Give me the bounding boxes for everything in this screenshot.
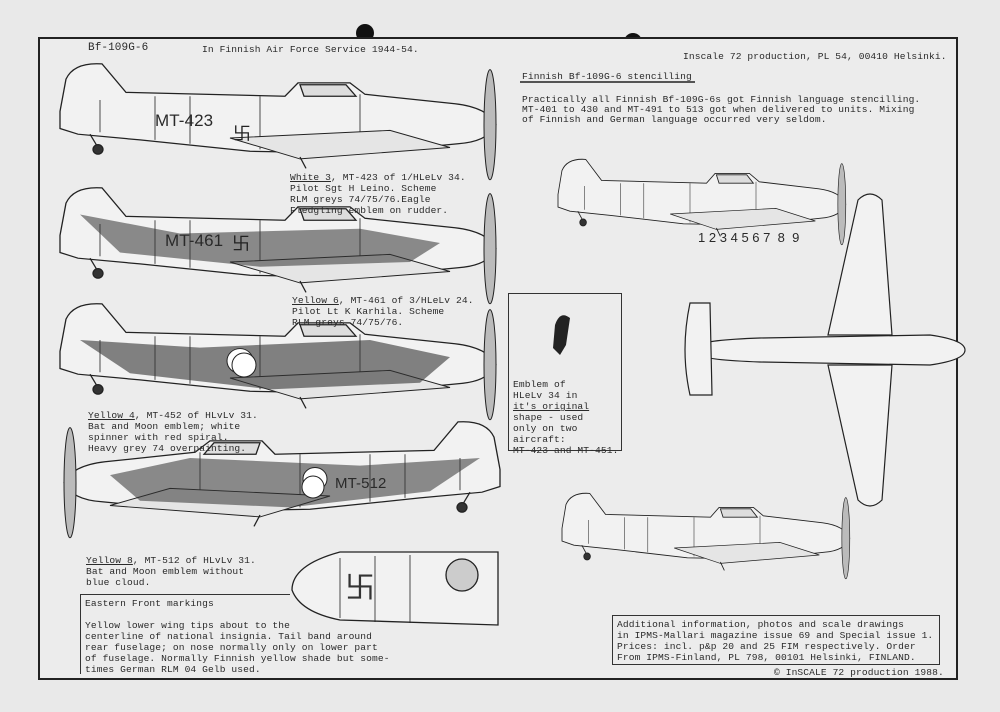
caption-yellow-4: Yellow 4, MT-452 of HLvLv 31. Bat and Mo… <box>88 410 258 454</box>
caption-yellow-6: Yellow 6, MT-461 of 3/HLeLv 24. Pilot Lt… <box>292 295 474 328</box>
copyright: © InSCALE 72 production 1988. <box>774 667 944 678</box>
sheet-title: Bf-109G-6 <box>88 42 149 54</box>
plan-view <box>684 193 966 507</box>
callout: 4 <box>730 230 738 245</box>
publisher-address: Inscale 72 production, PL 54, 00410 Hels… <box>683 51 947 62</box>
callout: 8 <box>777 230 785 245</box>
stencilling-text-0: Practically all Finnish Bf-109G-6s got F… <box>522 94 921 105</box>
callout: 6 <box>752 230 760 245</box>
emblem-note: Emblem of HLeLv 34 in it's original shap… <box>513 379 619 456</box>
wing-detail: 卐 <box>291 551 499 626</box>
swastika-insignia: 卐 <box>233 124 251 145</box>
caption-white-3: White 3, MT-423 of 1/HLeLv 34. Pilot Sgt… <box>290 172 466 216</box>
callout: 2 <box>708 230 717 245</box>
stencilling-heading: Finnish Bf-109G-6 stencilling <box>522 71 692 82</box>
stencil-bottom-view-side <box>561 492 851 580</box>
hleLv34-emblem <box>553 315 570 355</box>
stencilling-text-1: MT-401 to 430 and MT-491 to 513 got when… <box>522 104 915 115</box>
callout: 7 <box>763 230 771 245</box>
caption-yellow-8: Yellow 8, MT-512 of HLvLv 31. Bat and Mo… <box>86 555 256 588</box>
swastika-insignia: 卐 <box>232 234 250 255</box>
callout: 1 <box>698 230 706 245</box>
aircraft-yellow-6 <box>59 187 497 305</box>
info-box <box>612 615 940 665</box>
sheet-subtitle: In Finnish Air Force Service 1944-54. <box>202 44 419 55</box>
info-text: Additional information, photos and scale… <box>617 619 934 663</box>
svg-text:卐: 卐 <box>345 571 375 606</box>
bracket <box>80 594 290 595</box>
stencilling-text-2: of Finnish and German language occurred … <box>522 114 827 125</box>
aircraft-white-3 <box>59 63 497 181</box>
fuselage-code: MT-423 <box>155 111 214 130</box>
fuselage-code: MT-512 <box>335 475 387 492</box>
callout: 3 <box>719 230 727 245</box>
eastern-front-text: Yellow lower wing tips about to the cent… <box>85 620 390 675</box>
fuselage-code: MT-461 <box>165 231 224 250</box>
callout: 5 <box>741 230 749 245</box>
bracket <box>80 594 81 674</box>
eastern-front-heading: Eastern Front markings <box>85 598 214 609</box>
callout: 9 <box>792 230 800 245</box>
emblem-box <box>508 293 622 451</box>
stencil-callouts: 1 2 3 4 5 6 7 8 9 <box>698 230 799 245</box>
